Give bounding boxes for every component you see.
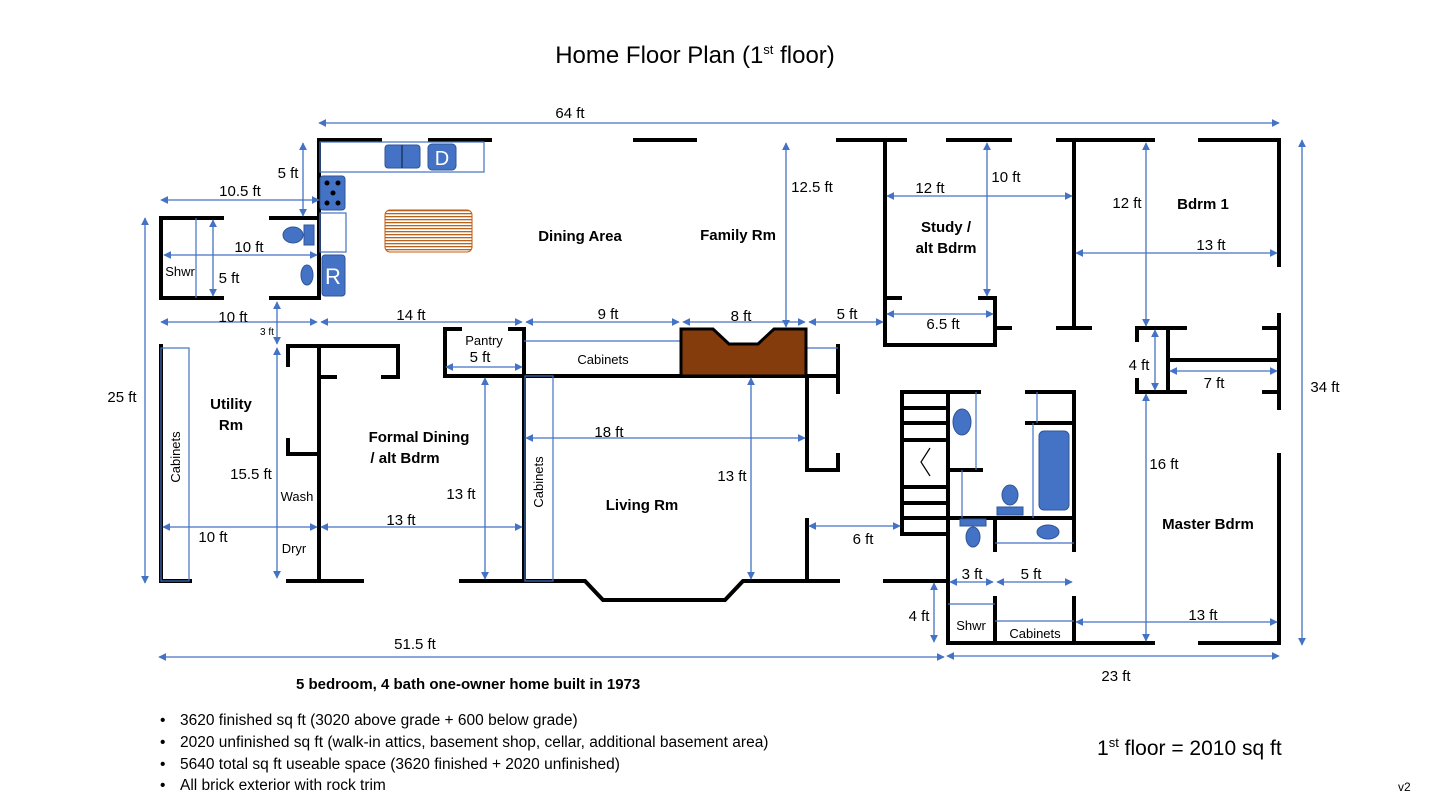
room-formal-line2: / alt Bdrm [370, 450, 439, 467]
dim-hall-gap: 3 ft [260, 327, 274, 338]
dim-overall-width: 64 ft [555, 105, 585, 122]
dim-utility-top: 10 ft [218, 309, 248, 326]
summary-bullet: All brick exterior with rock trim [160, 775, 768, 797]
room-labels: Dining Area Family Rm Study / alt Bdrm B… [210, 196, 1254, 533]
sink-icon [300, 264, 314, 286]
bathtub-icon [1038, 430, 1070, 511]
label-shwr-half-bath: Shwr [165, 264, 195, 279]
page-title: Home Floor Plan (1st floor) [555, 42, 835, 69]
dim-study-depth: 10 ft [991, 169, 1021, 186]
room-formal-line1: Formal Dining [369, 429, 470, 446]
dim-utility-width: 10 ft [198, 529, 228, 546]
dim-utility-depth: 15.5 ft [230, 466, 273, 483]
dim-front-right: 23 ft [1101, 668, 1131, 685]
summary-headline: 5 bedroom, 4 bath one-owner home built i… [296, 676, 641, 693]
refrigerator-icon: R [321, 254, 346, 297]
dim-master-closet-depth: 4 ft [909, 608, 931, 625]
dimension-labels: 64 ft 34 ft 25 ft 10.5 ft 5 ft 10 ft 5 f… [107, 105, 1340, 685]
floor-area-total: 1st floor = 2010 sq ft [1097, 735, 1282, 760]
dim-master-shwr: 3 ft [962, 566, 984, 583]
fixtures: D R [282, 143, 1070, 548]
dim-cabinets-width: 9 ft [598, 306, 620, 323]
dim-master-width: 13 ft [1188, 607, 1218, 624]
fireplace-icon [679, 327, 808, 378]
room-study-line1: Study / [921, 219, 972, 236]
dim-closet-depth: 4 ft [1129, 357, 1151, 374]
dim-kitchen-offset: 5 ft [278, 165, 300, 182]
room-bdrm1: Bdrm 1 [1177, 196, 1229, 213]
dim-formal-width: 13 ft [386, 512, 416, 529]
room-study-line2: alt Bdrm [916, 240, 977, 257]
toilet-icon [282, 224, 315, 246]
sink-icon [952, 408, 972, 436]
dim-formal-depth: 13 ft [446, 486, 476, 503]
label-shwr-master: Shwr [956, 618, 986, 633]
dim-living-width: 18 ft [594, 424, 624, 441]
summary-bullet: 5640 total sq ft useable space (3620 fin… [160, 754, 768, 776]
dim-left-depth: 25 ft [107, 389, 137, 406]
dim-master-cab: 5 ft [1021, 566, 1043, 583]
dim-fireplace-width: 8 ft [731, 308, 753, 325]
dim-study-closet: 6.5 ft [926, 316, 960, 333]
summary-bullet: 3620 finished sq ft (3020 above grade + … [160, 710, 768, 732]
room-utility-line2: Rm [219, 417, 243, 434]
label-living-cabinets: Cabinets [531, 456, 546, 508]
dim-hall-to-study: 5 ft [837, 306, 859, 323]
toilet-icon [996, 484, 1024, 516]
dim-pantry-width: 5 ft [470, 349, 492, 366]
version-label: v2 [1398, 780, 1411, 794]
dim-front-left: 51.5 ft [394, 636, 437, 653]
toilet-icon [959, 518, 987, 548]
dim-closet-width: 7 ft [1204, 375, 1226, 392]
room-master: Master Bdrm [1162, 516, 1254, 533]
summary-bullets: 3620 finished sq ft (3020 above grade + … [160, 710, 768, 797]
dim-living-depth: 13 ft [717, 468, 747, 485]
label-pantry: Pantry [465, 333, 503, 348]
label-master-cabinets: Cabinets [1009, 626, 1061, 641]
stairs [900, 390, 950, 536]
dim-bdrm1-depth: 12 ft [1112, 195, 1142, 212]
sink-icon [1036, 524, 1060, 540]
svg-text:D: D [435, 148, 449, 170]
label-dryer: Dryr [282, 541, 307, 556]
dim-hall-width: 6 ft [853, 531, 875, 548]
dim-overall-depth: 34 ft [1310, 379, 1340, 396]
dim-kitchen-width: 14 ft [396, 307, 426, 324]
dim-bath-top: 10.5 ft [219, 183, 262, 200]
outlines [160, 141, 1074, 622]
room-utility-line1: Utility [210, 396, 252, 413]
svg-text:R: R [325, 264, 341, 289]
dimension-lines [141, 119, 1306, 661]
dim-master-depth: 16 ft [1149, 456, 1179, 473]
dim-bath-depth: 5 ft [219, 270, 241, 287]
dining-table-icon [384, 209, 473, 253]
fixture-labels: Shwr Pantry Cabinets Cabinets Cabinets W… [165, 264, 1061, 641]
room-living: Living Rm [606, 497, 679, 514]
dim-study-width: 12 ft [915, 180, 945, 197]
label-washer: Wash [281, 489, 314, 504]
room-family: Family Rm [700, 227, 776, 244]
label-kitchen-cabinets: Cabinets [577, 352, 629, 367]
kitchen-sink-icon [384, 144, 421, 169]
summary-bullet: 2020 unfinished sq ft (walk-in attics, b… [160, 732, 768, 754]
room-dining-area: Dining Area [538, 228, 622, 245]
walls [159, 138, 1281, 645]
dim-bdrm1-width: 13 ft [1196, 237, 1226, 254]
stove-icon [319, 175, 346, 211]
label-utility-cabinets: Cabinets [168, 431, 183, 483]
dim-family-depth: 12.5 ft [791, 179, 834, 196]
dim-bath-width: 10 ft [234, 239, 264, 256]
dishwasher-icon: D [427, 143, 457, 171]
